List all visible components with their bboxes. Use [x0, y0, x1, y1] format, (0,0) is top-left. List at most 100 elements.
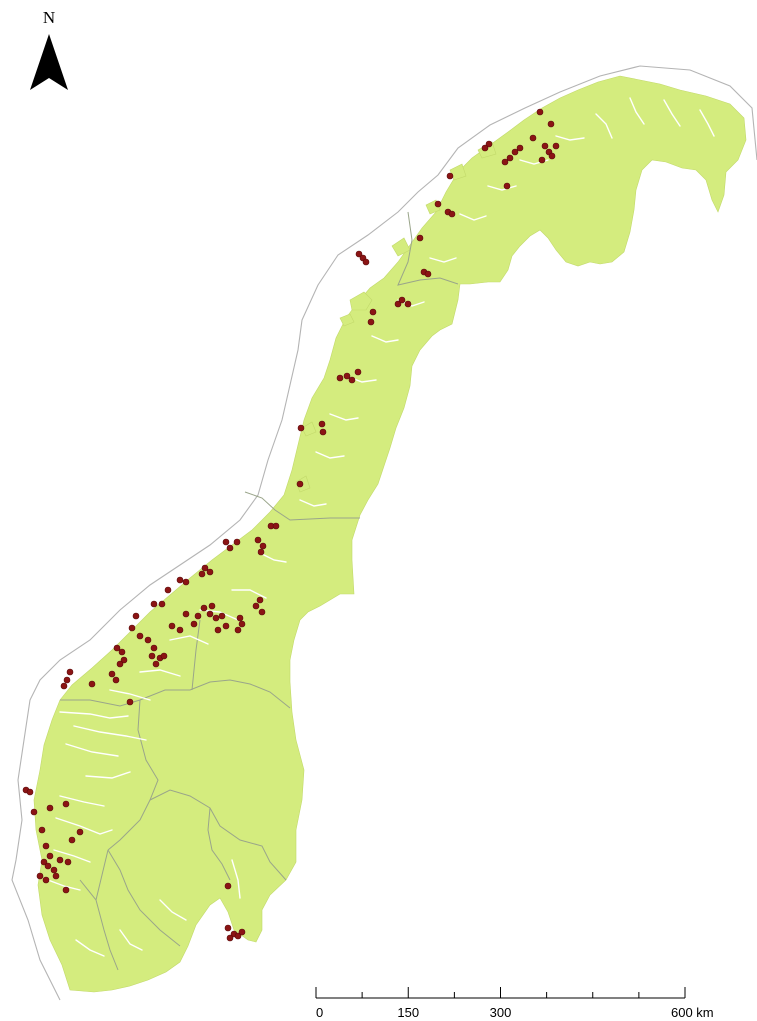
observation-point — [176, 576, 184, 584]
observation-point — [511, 148, 519, 156]
observation-point — [367, 318, 375, 326]
observation-point — [62, 886, 70, 894]
observation-point — [200, 604, 208, 612]
observation-point — [66, 668, 74, 676]
scale-bar-label: 0 — [316, 1005, 323, 1020]
observation-point — [224, 882, 232, 890]
observation-point — [296, 480, 304, 488]
observation-point — [238, 928, 246, 936]
observation-point — [113, 644, 121, 652]
observation-point — [236, 614, 244, 622]
observation-point — [446, 172, 454, 180]
observation-point — [152, 660, 160, 668]
observation-point — [259, 542, 267, 550]
observation-point — [222, 538, 230, 546]
north-arrow-icon — [30, 34, 68, 90]
observation-point — [398, 296, 406, 304]
north-arrow: N — [30, 8, 68, 90]
observation-point — [536, 108, 544, 116]
observation-point — [160, 652, 168, 660]
observation-point — [485, 140, 493, 148]
observation-point — [201, 564, 209, 572]
observation-point — [44, 862, 52, 870]
observation-point — [128, 624, 136, 632]
observation-point — [62, 800, 70, 808]
observation-point — [42, 842, 50, 850]
observation-point — [182, 610, 190, 618]
observation-point — [234, 626, 242, 634]
observation-point — [164, 586, 172, 594]
observation-point — [136, 632, 144, 640]
observation-point — [448, 210, 456, 218]
observation-point — [355, 250, 363, 258]
observation-point — [256, 596, 264, 604]
observation-point — [238, 620, 246, 628]
observation-point — [369, 308, 377, 316]
observation-point — [26, 788, 34, 796]
observation-point — [148, 652, 156, 660]
observation-point — [404, 300, 412, 308]
observation-point — [272, 522, 280, 530]
observation-point — [76, 828, 84, 836]
county-borders — [60, 211, 459, 971]
observation-point — [214, 626, 222, 634]
observation-point — [348, 376, 356, 384]
observation-point — [46, 852, 54, 860]
observation-point — [541, 142, 549, 150]
observation-point — [190, 620, 198, 628]
observation-point — [158, 600, 166, 608]
observation-point — [182, 578, 190, 586]
observation-point — [108, 670, 116, 678]
island — [301, 421, 317, 437]
observation-point — [336, 374, 344, 382]
observation-point — [212, 614, 220, 622]
observation-point — [118, 648, 126, 656]
observation-point — [319, 428, 327, 436]
observation-point — [120, 656, 128, 664]
fjords — [47, 97, 715, 957]
scale-bar-label: 300 — [490, 1005, 512, 1020]
island — [339, 313, 355, 327]
observation-point — [30, 808, 38, 816]
observation-point — [176, 626, 184, 634]
observation-point — [194, 612, 202, 620]
observation-point — [206, 610, 214, 618]
observation-point — [552, 142, 560, 150]
observation-point — [132, 612, 140, 620]
scale-bar-ticks — [315, 987, 686, 998]
observation-point — [63, 676, 71, 684]
observation-point — [150, 600, 158, 608]
north-letter: N — [43, 8, 55, 27]
observation-point — [252, 602, 260, 610]
observation-point — [116, 660, 124, 668]
observation-point — [150, 644, 158, 652]
observation-point — [56, 856, 64, 864]
scale-bar-label: 600 km — [671, 1005, 714, 1020]
observation-point — [501, 158, 509, 166]
observation-point — [42, 876, 50, 884]
observation-point — [257, 548, 265, 556]
observation-point — [343, 372, 351, 380]
observation-point — [233, 538, 241, 546]
observation-point — [547, 120, 555, 128]
observation-point — [40, 858, 48, 866]
observation-point — [38, 826, 46, 834]
observation-point — [234, 932, 242, 940]
observation-point — [224, 924, 232, 932]
observation-points — [22, 108, 560, 942]
observation-point — [198, 570, 206, 578]
observation-point — [88, 680, 96, 688]
observation-point — [218, 612, 226, 620]
observation-point — [64, 858, 72, 866]
observation-point — [434, 200, 442, 208]
island — [349, 291, 373, 311]
observation-point — [258, 608, 266, 616]
observation-point — [52, 872, 60, 880]
observation-point — [529, 134, 537, 142]
observation-point — [424, 270, 432, 278]
observation-point — [506, 154, 514, 162]
observation-point — [416, 234, 424, 242]
